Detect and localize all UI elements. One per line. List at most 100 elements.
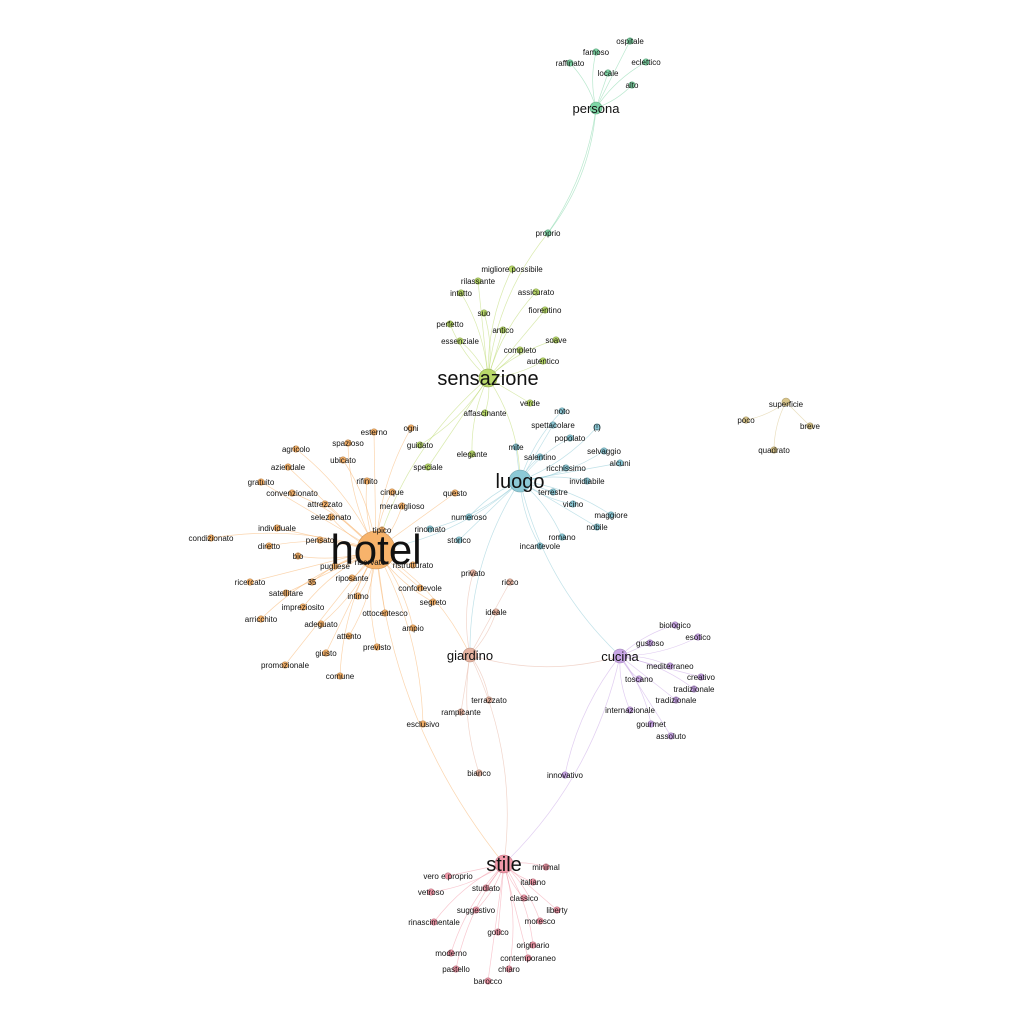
- word-node-stile-11: [447, 949, 455, 957]
- word-node-cucina-8: [626, 706, 634, 714]
- word-label-stile-14: pastello: [442, 965, 470, 974]
- edge-cucina-4: [619, 655, 702, 678]
- cross-link-2: [487, 377, 521, 482]
- word-node-hotel-9: [388, 488, 396, 496]
- word-label-giardino-5: bianco: [467, 769, 491, 778]
- word-label-hotel-1: esterno: [361, 428, 388, 437]
- word-label-hotel-7: gratuito: [248, 478, 275, 487]
- word-label-cucina-7: tradizionale: [656, 696, 697, 705]
- word-label-luogo-17: incantevole: [520, 542, 561, 551]
- word-label-cucina-1: gustoso: [636, 639, 665, 648]
- word-label-luogo-0: noto: [554, 407, 570, 416]
- word-node-hotel-22: [246, 578, 254, 586]
- word-node-hotel-1: [370, 428, 378, 436]
- word-node-cucina-9: [647, 720, 655, 728]
- edge-persona-1: [595, 40, 631, 109]
- word-node-giardino-3: [485, 696, 493, 704]
- word-node-hotel-25: [282, 589, 290, 597]
- hub-label-hotel: hotel: [330, 526, 421, 573]
- word-label-sensazione-16: speciale: [413, 463, 443, 472]
- word-label-stile-8: rinascimentale: [408, 918, 460, 927]
- word-node-hotel-13: [273, 524, 281, 532]
- hub-node-sensazione: [478, 368, 498, 388]
- word-label-hotel-37: promozionale: [261, 661, 310, 670]
- word-node-sensazione-16: [424, 463, 432, 471]
- word-node-hotel-28: [416, 584, 424, 592]
- word-node-hotel-19: [331, 562, 339, 570]
- word-label-hotel-36: ampio: [402, 624, 424, 633]
- word-label-hotel-29: arricchito: [245, 615, 278, 624]
- word-node-hotel-26: [299, 603, 307, 611]
- hub-node-superficie: [781, 397, 791, 407]
- word-label-sensazione-10: completo: [504, 346, 537, 355]
- word-node-luogo-17: [536, 542, 544, 550]
- word-node-luogo-13: [593, 523, 601, 531]
- word-node-sensazione-13: [526, 399, 534, 407]
- edge-stile-14: [455, 863, 505, 970]
- word-label-hotel-13: individuale: [258, 524, 296, 533]
- word-node-hotel-14: [207, 534, 215, 542]
- edge-persona-3: [595, 61, 647, 109]
- word-node-sensazione-1: [474, 277, 482, 285]
- word-label-hotel-34: giusto: [315, 649, 337, 658]
- word-label-giardino-0: privato: [461, 569, 486, 578]
- word-node-giardino-5: [475, 769, 483, 777]
- edge-giardino-1: [469, 581, 511, 656]
- word-node-persona-6: [544, 229, 552, 237]
- word-label-sensazione-12: affascinante: [464, 409, 508, 418]
- word-node-stile-13: [524, 954, 532, 962]
- edge-persona-6: [547, 107, 597, 234]
- word-label-cucina-8: internazionale: [605, 706, 655, 715]
- word-label-cucina-5: toscano: [625, 675, 654, 684]
- edge-hotel-39: [375, 549, 424, 725]
- word-label-hotel-11: meraviglioso: [380, 502, 425, 511]
- word-label-cucina-2: esotico: [685, 633, 711, 642]
- word-label-stile-6: suggestivo: [457, 906, 496, 915]
- word-node-luogo-5: [600, 447, 608, 455]
- word-label-superficie-0: poco: [737, 416, 755, 425]
- word-label-superficie-1: breve: [800, 422, 821, 431]
- word-label-stile-15: chiaro: [498, 965, 520, 974]
- hub-label-luogo: luogo: [496, 471, 545, 493]
- word-node-luogo-4: [512, 443, 520, 451]
- word-node-superficie-2: [770, 446, 778, 454]
- hub-label-sensazione: sensazione: [437, 368, 538, 390]
- word-node-sensazione-0: [508, 265, 516, 273]
- word-node-hotel-29: [257, 615, 265, 623]
- edge-giardino-5: [466, 654, 480, 774]
- word-label-hotel-39: esclusivo: [407, 720, 440, 729]
- word-label-sensazione-13: verde: [520, 399, 541, 408]
- word-label-luogo-2: (!): [593, 423, 601, 432]
- word-label-stile-11: moderno: [435, 949, 467, 958]
- word-node-cucina-4: [697, 673, 705, 681]
- hub-node-stile: [494, 854, 514, 874]
- word-label-hotel-20: ristrutturato: [393, 561, 434, 570]
- word-node-luogo-18: [426, 525, 434, 533]
- word-node-cucina-5: [635, 675, 643, 683]
- word-label-sensazione-8: essenziale: [441, 337, 479, 346]
- word-label-luogo-4: mite: [508, 443, 524, 452]
- word-node-hotel-39: [419, 720, 427, 728]
- word-node-luogo-0: [558, 407, 566, 415]
- word-label-cucina-11: innovativo: [547, 771, 584, 780]
- word-node-hotel-36: [409, 624, 417, 632]
- cross-link-10: [503, 655, 621, 865]
- word-node-superficie-1: [806, 422, 814, 430]
- word-node-hotel-17: [265, 542, 273, 550]
- word-node-cucina-0: [671, 621, 679, 629]
- word-label-sensazione-4: fiorentino: [529, 306, 562, 315]
- cross-link-7: [375, 549, 505, 865]
- word-label-cucina-0: biologico: [659, 621, 691, 630]
- word-label-luogo-9: invidiabile: [569, 477, 605, 486]
- word-node-sensazione-6: [446, 320, 454, 328]
- word-label-hotel-28: confortevole: [398, 584, 442, 593]
- word-label-persona-0: famoso: [583, 48, 610, 57]
- word-label-hotel-18: bio: [293, 552, 304, 561]
- word-label-stile-0: minimal: [532, 863, 560, 872]
- word-label-hotel-0: ogni: [403, 424, 418, 433]
- hub-label-stile: stile: [486, 854, 522, 876]
- word-node-stile-7: [553, 906, 561, 914]
- word-node-stile-3: [427, 888, 435, 896]
- word-node-sensazione-2: [457, 289, 465, 297]
- word-label-stile-1: vero e proprio: [423, 872, 473, 881]
